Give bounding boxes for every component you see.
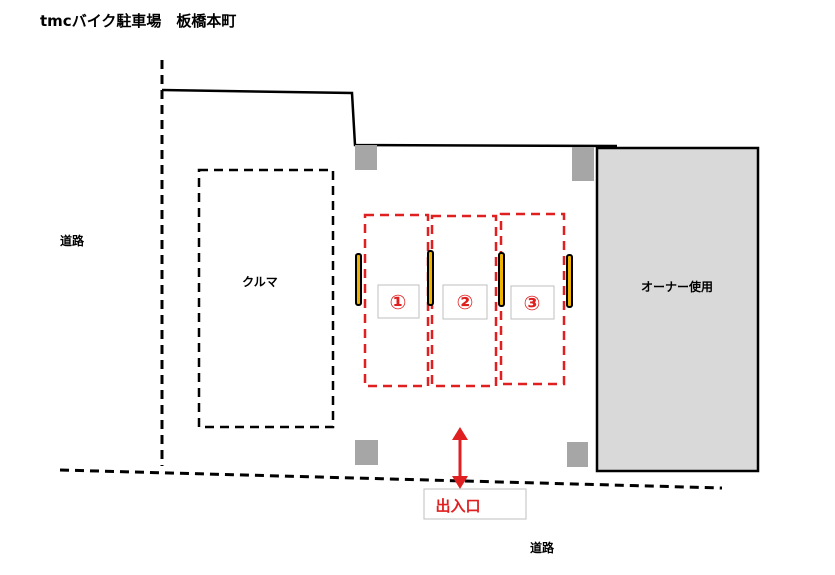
owner-label: オーナー使用	[641, 279, 713, 294]
entrance-arrow-icon	[452, 427, 468, 489]
road-edge-dashed	[59, 468, 723, 490]
parking-space-1: ①	[363, 213, 430, 388]
pillar	[355, 440, 378, 465]
road-label-left: 道路	[60, 233, 85, 248]
space-number: ③	[524, 291, 541, 315]
owner-area	[595, 146, 760, 473]
pillar	[567, 442, 588, 467]
road-label-bottom: 道路	[530, 540, 555, 555]
parking-space-3: ③	[499, 212, 566, 386]
space-number-box	[377, 284, 420, 319]
entrance-label-box	[423, 488, 527, 520]
space-number-box	[510, 285, 555, 320]
car-area	[197, 168, 335, 429]
wheel-stops	[355, 250, 573, 308]
wheel-stop	[498, 252, 505, 307]
wheel-stop	[355, 253, 362, 306]
page-title: tmcバイク駐車場 板橋本町	[40, 12, 236, 30]
wheel-stop	[566, 254, 573, 308]
parking-space-2: ②	[430, 214, 498, 388]
entrance-label: 出入口	[435, 497, 480, 515]
space-number: ②	[457, 290, 474, 314]
wheel-stop	[427, 250, 434, 306]
car-label: クルマ	[242, 275, 278, 289]
building-wall	[161, 88, 618, 148]
pillar	[355, 145, 377, 170]
space-number: ①	[390, 290, 407, 314]
space-border	[363, 213, 430, 388]
pillar	[572, 147, 594, 181]
space-number-box	[442, 284, 488, 320]
